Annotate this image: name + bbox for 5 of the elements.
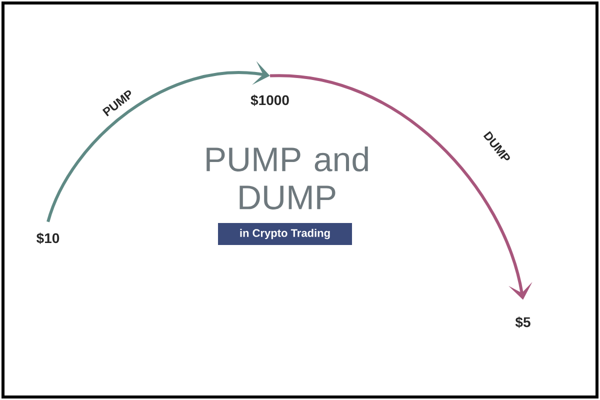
title: PUMP and DUMP	[206, 146, 368, 210]
price-label: $1000	[250, 94, 289, 106]
price-label: $10	[36, 232, 60, 244]
price-label: $5	[515, 316, 530, 328]
subtitle-banner: in Crypto Trading	[218, 223, 352, 245]
